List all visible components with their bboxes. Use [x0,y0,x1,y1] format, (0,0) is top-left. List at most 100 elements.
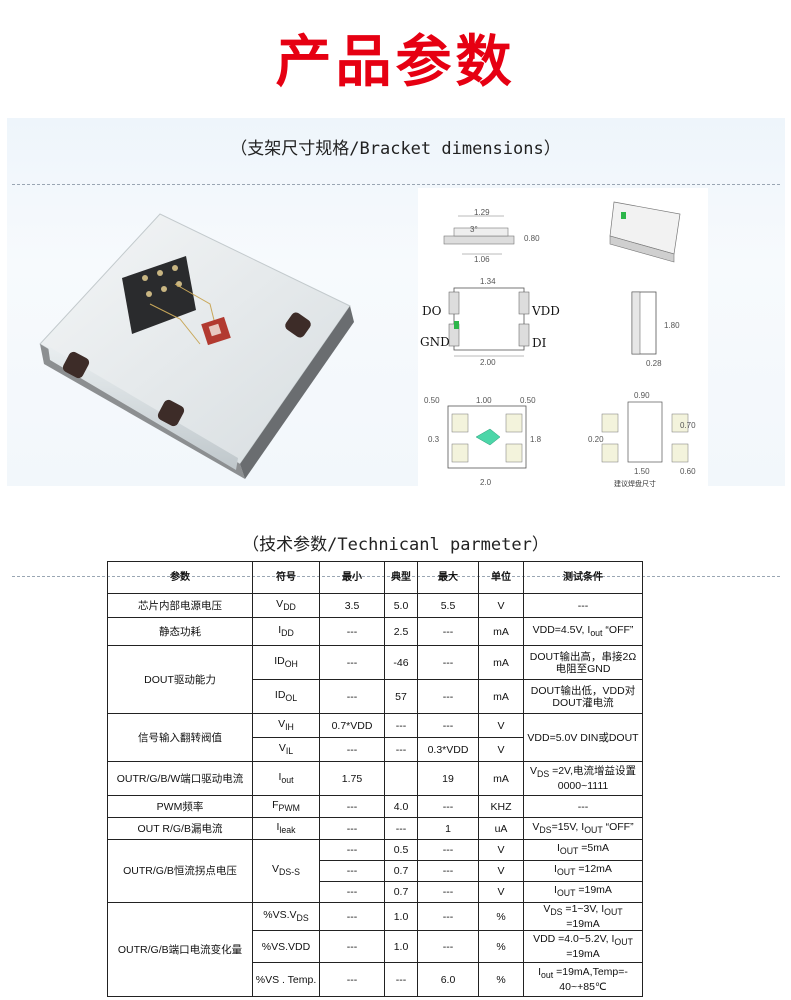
cell-condition: VDS =1~3V, IOUT =19mA [523,901,643,932]
pin-di-label: DI [532,336,547,350]
cell-max: 19 [417,761,479,796]
cell-unit: V [478,713,524,738]
cell-max: --- [417,679,479,714]
cell-typ: 57 [384,679,418,714]
cell-min: 0.7*VDD [319,713,385,738]
cell-min: --- [319,901,385,932]
cell-param: DOUT驱动能力 [107,645,253,714]
cell-min: --- [319,679,385,714]
cell-min: --- [319,839,385,861]
cell-condition: VDD=4.5V, Iout “OFF” [523,617,643,646]
cell-min: --- [319,962,385,998]
cell-max: --- [417,881,479,903]
cell-condition: IOUT =19mA [523,881,643,903]
cell-symbol: Iout [252,761,320,796]
cell-min: --- [319,795,385,818]
cell-max: --- [417,930,479,964]
cell-typ: 1.0 [384,901,418,932]
cell-typ: 1.0 [384,930,418,964]
dim-top-width: 1.29 [474,208,490,217]
cell-unit: uA [478,817,524,840]
cell-symbol: VIH [252,713,320,738]
cell-symbol: FPWM [252,795,320,818]
cell-min: --- [319,737,385,762]
cell-unit: V [478,737,524,762]
section-divider [12,184,780,185]
cell-condition: DOUT输出低，VDD对DOUT灌电流 [523,679,643,714]
cell-min: --- [319,881,385,903]
table-row: OUTR/G/B端口电流变化量 %VS.VDS --- 1.0 --- % VD… [107,901,643,998]
cell-symbol: %VS.VDD [252,930,320,964]
cell-max: --- [417,795,479,818]
table-row: IDOL --- 57 --- mA DOUT输出低，VDD对DOUT灌电流 [108,679,643,714]
cell-unit: V [478,881,524,903]
table-row: PWM频率 FPWM --- 4.0 --- KHZ --- [107,795,643,818]
table-row: VIL --- --- 0.3*VDD V [108,737,643,762]
header-condition: 测试条件 [523,561,643,594]
cell-symbol: IDD [252,617,320,646]
cell-unit: % [478,930,524,964]
cell-max: --- [417,645,479,680]
table-row: 信号输入翻转阀值 VIH 0.7*VDD --- --- V VDD=5.0V … [107,713,643,762]
cell-condition: IOUT =5mA [523,839,643,861]
cell-unit: % [478,962,524,998]
table-row: %VS.VDD --- 1.0 --- % VDD =4.0~5.2V, IOU… [108,930,643,964]
cell-typ: 0.5 [384,839,418,861]
cell-condition: DOUT输出高，串接2Ω电阻至GND [523,645,643,680]
cell-typ: 0.7 [384,860,418,882]
cell-condition: VDD=5.0V DIN或DOUT [523,713,643,762]
cell-unit: mA [478,761,524,796]
table-row: --- 0.7 --- V IOUT =12mA [108,860,643,882]
dim-pad-height: 1.8 [530,435,542,444]
cell-symbol: VIL [252,737,320,762]
cell-min: 1.75 [319,761,385,796]
cell-unit: KHZ [478,795,524,818]
cell-typ: --- [384,962,418,998]
header-unit: 单位 [478,561,524,594]
table-row: OUT R/G/B漏电流 Ileak --- --- 1 uA VDS=15V,… [107,817,643,840]
dim-pad-b: 1.00 [476,396,492,405]
cell-condition: --- [523,593,643,618]
bracket-dimension-drawings: 1.29 3° 1.06 0.80 1.34 DO GND VDD DI 2.0… [418,188,708,488]
pin-do-label: DO [422,304,442,318]
cell-typ: 5.0 [384,593,418,618]
cell-max: 1 [417,817,479,840]
header-max: 最大 [417,561,479,594]
table-header-row: 参数 符号 最小 典型 最大 单位 测试条件 [107,561,643,594]
dim-land-left: 0.20 [588,435,604,444]
dim-body-width: 1.34 [480,277,496,286]
led-product-photo [39,213,354,479]
cell-max: --- [417,901,479,932]
cell-typ: --- [384,713,418,738]
bracket-dimensions-heading: （支架尺寸规格/Bracket dimensions） [230,139,561,159]
cell-max: --- [417,617,479,646]
cell-min: --- [319,817,385,840]
cell-condition: IOUT =12mA [523,860,643,882]
cell-max: --- [417,713,479,738]
header-min: 最小 [319,561,385,594]
dim-bottom-width: 1.06 [474,255,490,264]
dim-height: 0.80 [524,234,540,243]
cell-max: 0.3*VDD [417,737,479,762]
table-row: DOUT驱动能力 IDOH --- -46 --- mA DOUT输出高，串接2… [107,645,643,714]
cell-unit: % [478,901,524,932]
dim-land-right: 0.70 [680,421,696,430]
dim-land-width: 1.50 [634,467,650,476]
cell-unit: mA [478,617,524,646]
cell-unit: V [478,860,524,882]
table-row: OUTR/G/B恒流拐点电压 VDS-S --- 0.5 --- V IOUT … [107,839,643,903]
dim-land-top: 0.90 [634,391,650,400]
cell-typ: 0.7 [384,881,418,903]
cell-typ: --- [384,817,418,840]
cell-min: --- [319,645,385,680]
cell-condition: --- [523,795,643,818]
cell-param: OUTR/G/B恒流拐点电压 [107,839,253,903]
dim-total-width: 2.00 [480,358,496,367]
cell-condition: VDS=15V, IOUT “OFF” [523,817,643,840]
cell-unit: V [478,839,524,861]
header-param: 参数 [107,561,253,594]
land-pattern-note: 建议焊盘尺寸 [614,479,656,488]
cell-max: 6.0 [417,962,479,998]
cell-unit: V [478,593,524,618]
cell-min: --- [319,930,385,964]
